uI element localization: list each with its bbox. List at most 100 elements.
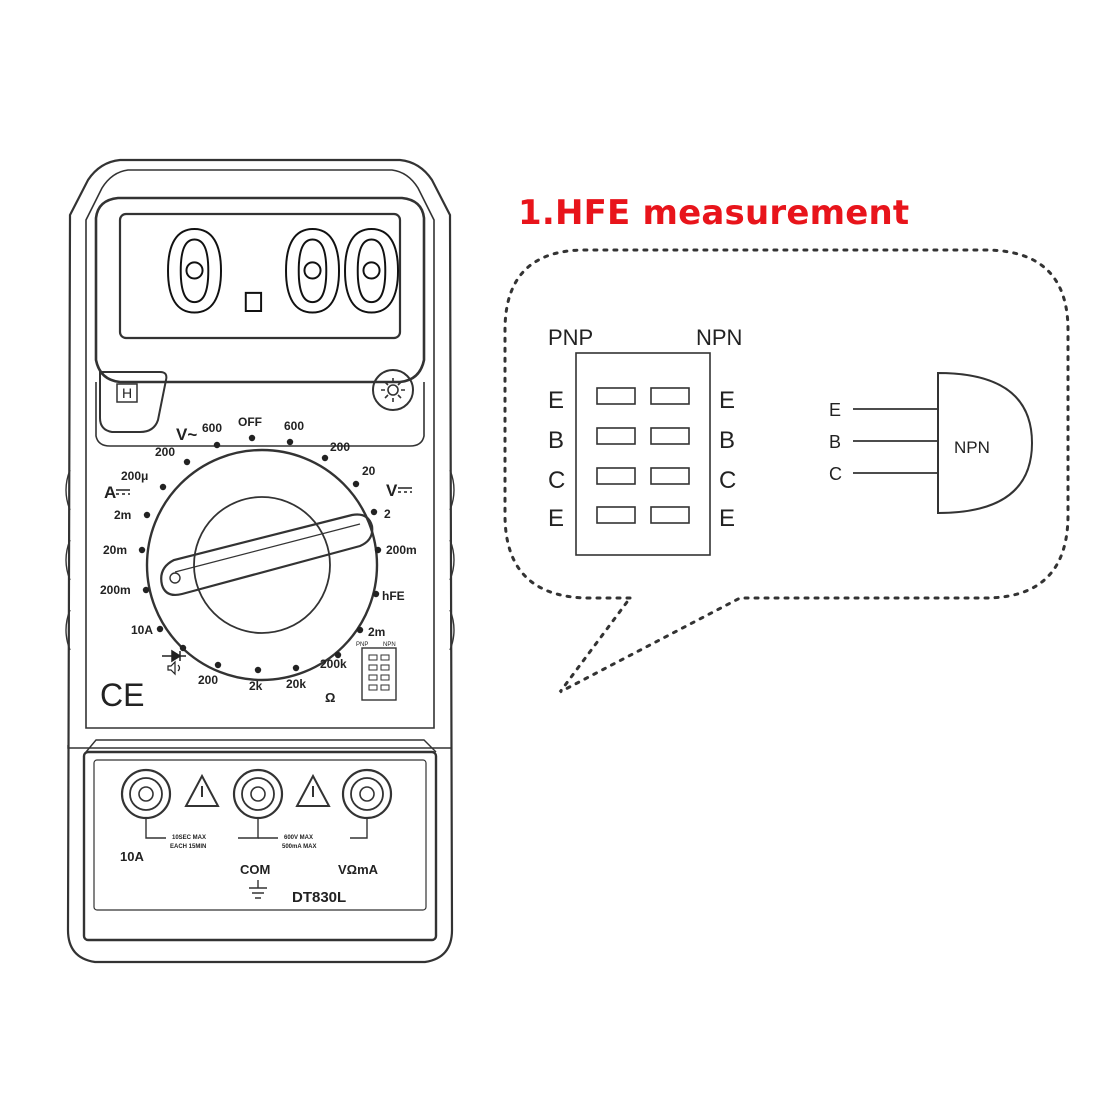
jack-vohm-label: VΩmA bbox=[338, 862, 379, 877]
vac-label: V~ bbox=[176, 425, 197, 444]
vdc-20-label: 20 bbox=[362, 464, 376, 478]
socket-slot bbox=[596, 467, 636, 485]
dial-dot bbox=[183, 458, 191, 466]
jack-com-label: COM bbox=[240, 862, 270, 877]
mini-slot bbox=[368, 664, 378, 671]
npn-pin-c: C bbox=[719, 467, 736, 494]
mini-npn-label: NPN bbox=[383, 642, 396, 648]
npn-pin-e1: E bbox=[719, 387, 735, 414]
meter-hfe-socket: PNP NPN bbox=[356, 642, 396, 691]
r-20k-label: 20k bbox=[286, 677, 306, 691]
pnp-pin-b: B bbox=[548, 427, 564, 454]
mini-slot bbox=[380, 664, 390, 671]
mini-slot bbox=[368, 684, 378, 691]
jack-com[interactable] bbox=[234, 770, 282, 818]
hfe-socket-diagram: PNP NPN E B C E E B C E bbox=[548, 325, 742, 556]
dial-dot bbox=[356, 626, 364, 634]
r-2m-label: 2m bbox=[368, 625, 385, 639]
dial-dot bbox=[286, 438, 294, 446]
r-200k-label: 200k bbox=[320, 657, 347, 671]
pnp-pin-e2: E bbox=[548, 505, 564, 532]
a-10a-label: 10A bbox=[131, 623, 153, 637]
dial-dot bbox=[156, 625, 164, 633]
hfe-label: hFE bbox=[382, 589, 405, 603]
hold-label: H bbox=[122, 385, 132, 401]
jack-10a[interactable] bbox=[122, 770, 170, 818]
dial-dot bbox=[321, 454, 329, 462]
vdc-label: V bbox=[386, 481, 398, 500]
socket-slot bbox=[650, 506, 690, 524]
socket-pnp-label: PNP bbox=[548, 325, 593, 350]
jack-vohm[interactable] bbox=[343, 770, 391, 818]
ce-mark: CE bbox=[100, 677, 144, 713]
dial-dot bbox=[214, 661, 222, 669]
a-200m-label: 200m bbox=[100, 583, 131, 597]
dc-symbol bbox=[116, 489, 130, 495]
dial-labels: V~ 600 200 OFF 600 200 20 V 2 200m hFE 2… bbox=[100, 415, 417, 705]
transistor-pin-e: E bbox=[829, 400, 841, 420]
socket-slot bbox=[596, 387, 636, 405]
mini-slot bbox=[380, 654, 390, 661]
dial-dot bbox=[248, 434, 256, 442]
hold-button[interactable]: H bbox=[122, 385, 132, 401]
dial-dot bbox=[334, 651, 342, 659]
socket-slot bbox=[596, 506, 636, 524]
vdc-200-label: 200 bbox=[330, 440, 350, 454]
mini-slot bbox=[380, 674, 390, 681]
npn-pin-e2: E bbox=[719, 505, 735, 532]
socket-slot bbox=[596, 427, 636, 445]
dial-dot bbox=[254, 666, 262, 674]
mini-slot bbox=[380, 684, 390, 691]
a-200u-label: 200μ bbox=[121, 469, 148, 483]
mini-slot bbox=[368, 654, 378, 661]
npn-pin-b: B bbox=[719, 427, 735, 454]
vac-200-label: 200 bbox=[155, 445, 175, 459]
transistor-pin-c: C bbox=[829, 464, 842, 484]
sun-icon[interactable] bbox=[381, 378, 405, 402]
warn-left-1: 10SEC MAX bbox=[172, 835, 206, 841]
dial-dot bbox=[292, 664, 300, 672]
vac-600-label: 600 bbox=[202, 421, 222, 435]
off-label: OFF bbox=[238, 415, 262, 429]
dial-dot bbox=[352, 480, 360, 488]
transistor-leads bbox=[853, 408, 938, 474]
dial-dot bbox=[370, 508, 378, 516]
mini-pnp-label: PNP bbox=[356, 642, 368, 648]
dial-dot bbox=[213, 441, 221, 449]
buzzer-icon bbox=[167, 660, 181, 676]
callout-bubble bbox=[503, 248, 1070, 694]
a-label: A bbox=[104, 483, 116, 502]
diode-icon bbox=[162, 649, 186, 663]
dial-dots bbox=[138, 434, 382, 674]
lcd-reading: 0.00 bbox=[162, 211, 398, 336]
jack-labels: 10A COM VΩmA 10SEC MAX EACH 15MIN 600V M… bbox=[120, 835, 379, 906]
mini-slot bbox=[368, 674, 378, 681]
socket-slot bbox=[650, 427, 690, 445]
pnp-pin-e1: E bbox=[548, 387, 564, 414]
a-20m-label: 20m bbox=[103, 543, 127, 557]
dial-dot bbox=[142, 586, 150, 594]
ohm-label: Ω bbox=[325, 690, 335, 705]
jack-10a-label: 10A bbox=[120, 849, 144, 864]
warn-left-2: EACH 15MIN bbox=[170, 844, 206, 850]
dial-dot bbox=[159, 483, 167, 491]
vdc-2-label: 2 bbox=[384, 507, 391, 521]
vdc-600-label: 600 bbox=[284, 419, 304, 433]
multimeter bbox=[65, 158, 455, 964]
dc-symbol bbox=[398, 487, 412, 493]
npn-transistor: E B C NPN bbox=[829, 371, 1034, 515]
dial-dot bbox=[179, 644, 187, 652]
r-2k-label: 2k bbox=[249, 679, 263, 693]
vdc-200m-label: 200m bbox=[386, 543, 417, 557]
transistor-body bbox=[937, 371, 1034, 515]
dial-dot bbox=[372, 590, 380, 598]
dial-dot bbox=[138, 546, 146, 554]
socket-npn-label: NPN bbox=[696, 325, 742, 350]
socket-frame bbox=[575, 352, 711, 556]
warn-right-2: 500mA MAX bbox=[282, 844, 316, 850]
transistor-label: NPN bbox=[954, 438, 990, 457]
rotary-dial[interactable] bbox=[147, 450, 377, 680]
r-200-label: 200 bbox=[198, 673, 218, 687]
page-title: 1.HFE measurement bbox=[518, 193, 910, 233]
